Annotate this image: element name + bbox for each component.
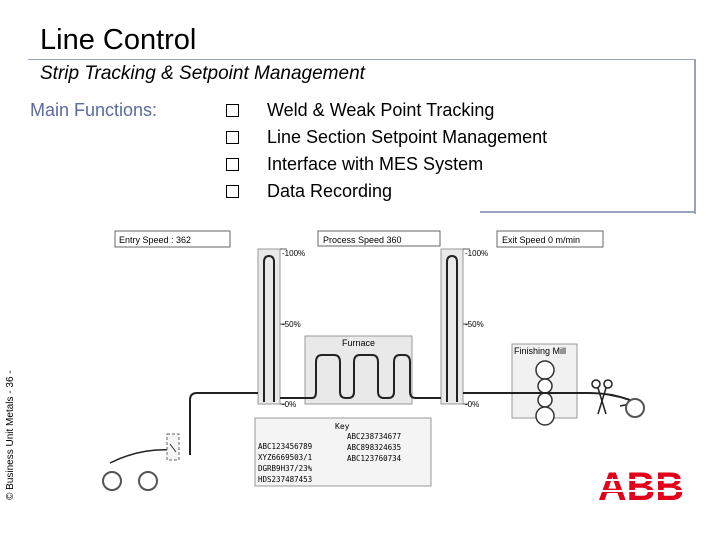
entry-looper-50-label: -50% bbox=[282, 320, 301, 329]
key-legend: Key ABC123456789 XYZ6669503/1 DGRB9H37/2… bbox=[254, 417, 432, 487]
abb-logo: ABB bbox=[598, 466, 688, 506]
function-item-text: Weld & Weak Point Tracking bbox=[267, 100, 495, 120]
key-code: ABC238734677 bbox=[347, 432, 401, 441]
slide-subtitle: Strip Tracking & Setpoint Management bbox=[40, 63, 365, 84]
abb-logo-text: ABB bbox=[598, 466, 684, 506]
key-code: DGRB9H37/23% bbox=[258, 464, 313, 473]
exit-looper-0-label: -0% bbox=[465, 400, 479, 409]
entry-coil-2-icon bbox=[138, 471, 158, 491]
entry-looper-100-label: -100% bbox=[282, 249, 305, 258]
function-item-text: Interface with MES System bbox=[267, 154, 484, 174]
key-title: Key bbox=[335, 422, 350, 431]
checkbox-bullet-icon bbox=[226, 185, 239, 198]
exit-looper-100-label: -100% bbox=[465, 249, 488, 258]
checkbox-bullet-icon bbox=[226, 131, 239, 144]
entry-looper-0-label: -0% bbox=[282, 400, 296, 409]
slide-title: Line Control bbox=[40, 24, 197, 56]
exit-looper-50-label: -50% bbox=[465, 320, 484, 329]
entry-shear bbox=[166, 433, 180, 461]
function-item-text: Data Recording bbox=[267, 181, 393, 201]
entry-looper: -100% -50% -0% bbox=[257, 248, 305, 409]
main-functions-label: Main Functions: bbox=[30, 100, 158, 120]
key-code: ABC123760734 bbox=[347, 454, 402, 463]
entry-speed-text: Entry Speed : 362 bbox=[119, 235, 191, 245]
function-item: Data Recording bbox=[226, 178, 547, 205]
title-divider bbox=[28, 59, 696, 60]
furnace-label: Furnace bbox=[342, 338, 375, 348]
entry-speed-box: Entry Speed : 362 bbox=[114, 230, 231, 248]
function-item: Weld & Weak Point Tracking bbox=[226, 97, 547, 124]
function-item: Interface with MES System bbox=[226, 151, 547, 178]
exit-speed-box: Exit Speed 0 m/min bbox=[496, 230, 604, 248]
process-speed-box: Process Speed 360 bbox=[317, 230, 441, 247]
exit-looper: -100% -50% -0% bbox=[440, 248, 488, 409]
function-item-text: Line Section Setpoint Management bbox=[267, 127, 548, 147]
process-speed-text: Process Speed 360 bbox=[323, 235, 402, 245]
frame-right-line bbox=[694, 59, 696, 214]
frame-bottom-line bbox=[480, 211, 696, 213]
key-code: ABC898324635 bbox=[347, 443, 401, 452]
exit-speed-text: Exit Speed 0 m/min bbox=[502, 235, 580, 245]
furnace: Furnace bbox=[280, 335, 441, 405]
function-item: Line Section Setpoint Management bbox=[226, 124, 547, 151]
exit-coil-icon bbox=[625, 398, 645, 418]
key-code: ABC123456789 bbox=[258, 442, 312, 451]
checkbox-bullet-icon bbox=[226, 104, 239, 117]
finishing-mill-label: Finishing Mill bbox=[514, 346, 566, 356]
checkbox-bullet-icon bbox=[226, 158, 239, 171]
finishing-mill: Finishing Mill bbox=[511, 343, 578, 426]
key-code: XYZ6669503/1 bbox=[258, 453, 312, 462]
entry-coil-1-icon bbox=[102, 471, 122, 491]
scissors-icon bbox=[591, 379, 613, 415]
main-functions-list: Weld & Weak Point Tracking Line Section … bbox=[226, 97, 547, 205]
key-code: HDS237487453 bbox=[258, 475, 312, 484]
